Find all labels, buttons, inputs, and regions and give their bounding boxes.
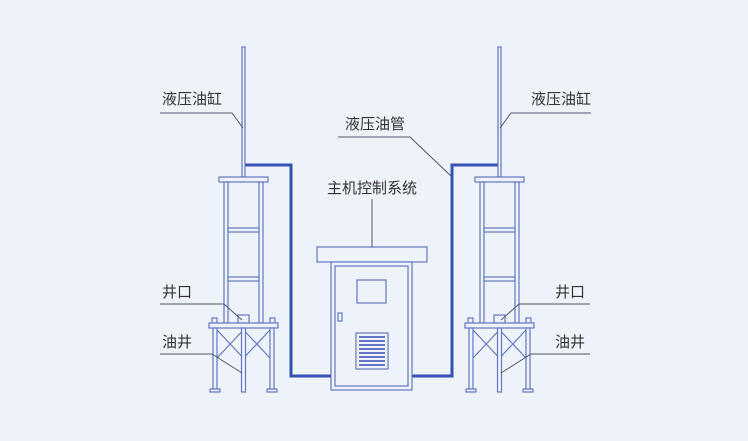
base-left-leg (212, 327, 218, 390)
left-wellhead-label: 井口 (162, 283, 192, 301)
labels: 液压油缸 液压油缸 液压油管 主机控制系统 井口 油井 井口 油井 (162, 90, 591, 351)
frame-crossbar (227, 276, 260, 282)
vent-slat (359, 352, 385, 354)
table-bolt (269, 317, 276, 324)
frame-left-column (514, 181, 520, 324)
table-bolt (525, 317, 532, 324)
left-well-leader (160, 353, 243, 374)
vent-slat (359, 360, 385, 362)
base-right-leg (468, 327, 474, 390)
frame-crossbar (483, 227, 516, 233)
base-brace (245, 329, 271, 357)
base-brace (472, 329, 498, 357)
frame-left-column (223, 181, 229, 324)
vent-slat (359, 336, 385, 338)
base-foot (209, 388, 221, 393)
base-brace (472, 331, 498, 359)
leader-lines (160, 112, 591, 374)
left-hydraulic-oil-pipe (245, 163, 331, 378)
right-well-base (464, 322, 535, 393)
right-well-leader (500, 353, 590, 374)
table-bolt (467, 317, 474, 324)
left-cylinder-label: 液压油缸 (162, 90, 222, 108)
ventilation-grille (355, 332, 389, 370)
base-brace (216, 329, 242, 357)
table-bolt (211, 317, 218, 324)
frame-right-column (258, 181, 264, 324)
base-brace (245, 331, 271, 359)
oil-pipe-leader (338, 136, 453, 178)
left-wellhead-leader (160, 303, 243, 321)
oil-pipe-label: 液压油管 (345, 115, 405, 133)
grille-frame (355, 332, 389, 370)
frame-top-bar (474, 176, 525, 183)
vent-slat (359, 348, 385, 350)
base-brace (216, 331, 242, 359)
base-brace (501, 331, 527, 359)
control-screen (356, 279, 387, 304)
base-brace (501, 329, 527, 357)
right-wellhead (467, 314, 532, 324)
main-control-cabinet (316, 246, 428, 391)
right-hydraulic-oil-pipe (412, 163, 498, 378)
right-wellhead-label: 井口 (555, 283, 585, 301)
vent-slat (359, 344, 385, 346)
cabinet-roof (316, 246, 428, 263)
right-cylinder-frame (474, 176, 525, 324)
right-oil-well-pipe (496, 327, 503, 393)
wellhead-cap (237, 314, 250, 324)
base-foot (465, 388, 477, 393)
left-well-base (208, 322, 279, 393)
left-wellhead (211, 314, 276, 324)
base-foot (266, 388, 278, 393)
left-cylinder-leader (160, 112, 244, 129)
control-system-label: 主机控制系统 (327, 179, 417, 197)
base-foot (522, 388, 534, 393)
left-cylinder-rod (241, 46, 246, 178)
frame-crossbar (483, 276, 516, 282)
vent-slat (359, 364, 385, 366)
left-pumping-unit (208, 46, 331, 393)
right-cylinder-rod (497, 46, 502, 178)
right-cylinder-leader (499, 112, 591, 129)
right-pumping-unit (412, 46, 535, 393)
base-table-top (208, 322, 279, 329)
vent-slat (359, 356, 385, 358)
base-table-top (464, 322, 535, 329)
base-right-leg (269, 327, 275, 390)
base-left-leg (525, 327, 531, 390)
left-oil-well-pipe (240, 327, 247, 393)
frame-top-bar (218, 176, 269, 183)
left-well-label: 油井 (162, 333, 192, 351)
frame-crossbar (227, 227, 260, 233)
right-wellhead-leader (500, 303, 590, 321)
vent-slat (359, 340, 385, 342)
right-cylinder-label: 液压油缸 (531, 90, 591, 108)
frame-right-column (479, 181, 485, 324)
door-lock (337, 312, 343, 322)
left-cylinder-frame (218, 176, 269, 324)
wellhead-cap (493, 314, 506, 324)
right-well-label: 油井 (555, 333, 585, 351)
